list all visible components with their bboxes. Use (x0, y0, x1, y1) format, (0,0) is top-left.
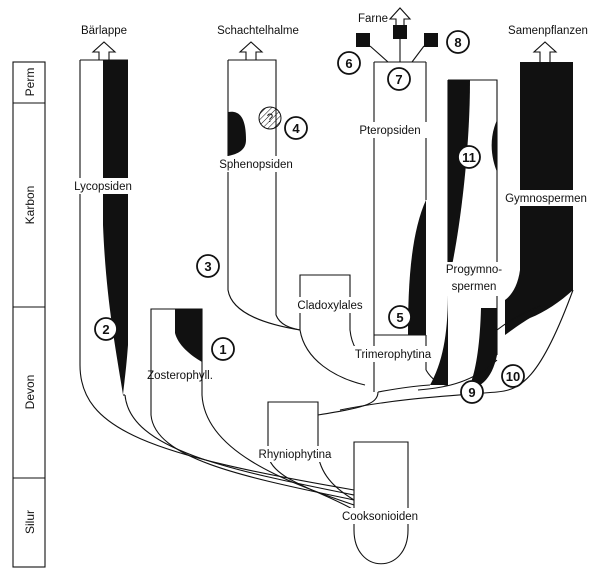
marker-7: 7 (387, 67, 411, 91)
label-lycopsiden: Lycopsiden (74, 181, 132, 193)
cladoxylales-branch: Cladoxylales (290, 274, 370, 386)
marker-9: 9 (460, 380, 484, 404)
cladoxylales-left-link (299, 329, 366, 386)
zosterophyll-black-band (175, 309, 202, 362)
marker-3: 3 (196, 254, 220, 278)
lycopsid-inner-base-line (124, 394, 355, 496)
svg-text:10: 10 (506, 369, 520, 384)
progymno-black-band-right (470, 308, 497, 385)
svg-text:5: 5 (396, 310, 403, 325)
gymno-lower-link (339, 289, 574, 411)
marker-6: 6 (337, 51, 361, 75)
time-column: Perm Karbon Devon Silur (12, 61, 46, 568)
time-column-frame (12, 61, 46, 568)
farn-branch-8 (411, 45, 425, 63)
marker-8: 8 (446, 30, 470, 54)
pteropsiden-black-band (408, 200, 426, 335)
label-cladoxylales: Cladoxylales (297, 300, 362, 312)
progymno-black-band-left (448, 80, 470, 275)
rhyniophytina-box (267, 401, 319, 455)
progymnospermen-branch: Progymno- spermen (377, 79, 514, 393)
question-mark: ? (267, 113, 273, 125)
label-samenpflanzen: Samenpflanzen (508, 25, 588, 37)
farne-arrow-icon (388, 7, 412, 25)
period-devon: Devon (23, 375, 37, 410)
zosterophyll-branch: Zosterophyll. (147, 308, 213, 415)
svg-text:1: 1 (219, 342, 226, 357)
marker-11: 11 (457, 145, 481, 169)
progymno-black-wedge-top (491, 120, 497, 172)
sphenopsiden-right-edge (228, 59, 277, 315)
svg-text:3: 3 (204, 259, 211, 274)
gymnospermen-branch: Samenpflanzen Gymnospermen (339, 25, 588, 411)
label-farne: Farne (358, 13, 388, 25)
rhynio-base-line-left (267, 454, 355, 511)
farn-branch-6 (369, 45, 389, 63)
hatched-question-icon (258, 106, 282, 130)
sphenopsiden-left-edge (227, 60, 301, 331)
svg-text:8: 8 (454, 35, 461, 50)
marker-1: 1 (211, 337, 235, 361)
lycopsiden-black-band (103, 60, 128, 395)
svg-text:7: 7 (395, 72, 402, 87)
label-progymno-1: Progymno- (446, 264, 502, 276)
label-progymno-2: spermen (452, 281, 497, 293)
cooksonioiden-bulb (353, 441, 409, 565)
sphenopsiden-branch: ? Schachtelhalme Sphenopsiden (210, 25, 301, 331)
svg-text:9: 9 (468, 385, 475, 400)
marker-5: 5 (388, 305, 412, 329)
rhynio-trimero-link (317, 391, 379, 416)
label-trimerophytina: Trimerophytina (355, 349, 432, 361)
baerlappe-arrow-icon (91, 41, 117, 60)
label-zosterophyll: Zosterophyll. (147, 370, 213, 382)
label-baerlappe: Bärlappe (81, 25, 127, 37)
label-rhyniophytina: Rhyniophytina (259, 449, 332, 461)
farn-square-6-icon (356, 33, 370, 47)
svg-text:2: 2 (102, 322, 109, 337)
progymno-black-band-lower (430, 290, 448, 385)
svg-text:4: 4 (292, 121, 300, 136)
basal-stems (79, 364, 409, 565)
period-perm: Perm (23, 68, 37, 97)
sphenopsiden-black-lobe (228, 111, 246, 156)
svg-text:11: 11 (462, 150, 476, 165)
label-gymnospermen: Gymnospermen (505, 193, 587, 205)
marker-4: 4 (284, 116, 308, 140)
farn-square-7-icon (393, 25, 407, 39)
samenpflanzen-arrow-icon (532, 41, 558, 62)
lycopsiden-branch: Bärlappe Lycopsiden (70, 25, 136, 396)
farn-square-8-icon (424, 33, 438, 47)
pteropsiden-branch: Trimerophytina Pteropsiden Farne (345, 7, 443, 392)
svg-text:6: 6 (345, 56, 352, 71)
period-silur: Silur (23, 510, 37, 534)
lycopsid-base-line (79, 364, 355, 491)
label-sphenopsiden: Sphenopsiden (219, 159, 293, 171)
label-pteropsiden: Pteropsiden (359, 125, 420, 137)
label-cooksonioiden: Cooksonioiden (342, 511, 418, 523)
marker-10: 10 (501, 364, 525, 388)
label-schachtelhalme: Schachtelhalme (217, 25, 299, 37)
zosterophyll-inner-base-line (201, 394, 355, 506)
period-karbon: Karbon (23, 186, 37, 225)
marker-2: 2 (94, 317, 118, 341)
schachtelhalme-arrow-icon (238, 41, 264, 60)
